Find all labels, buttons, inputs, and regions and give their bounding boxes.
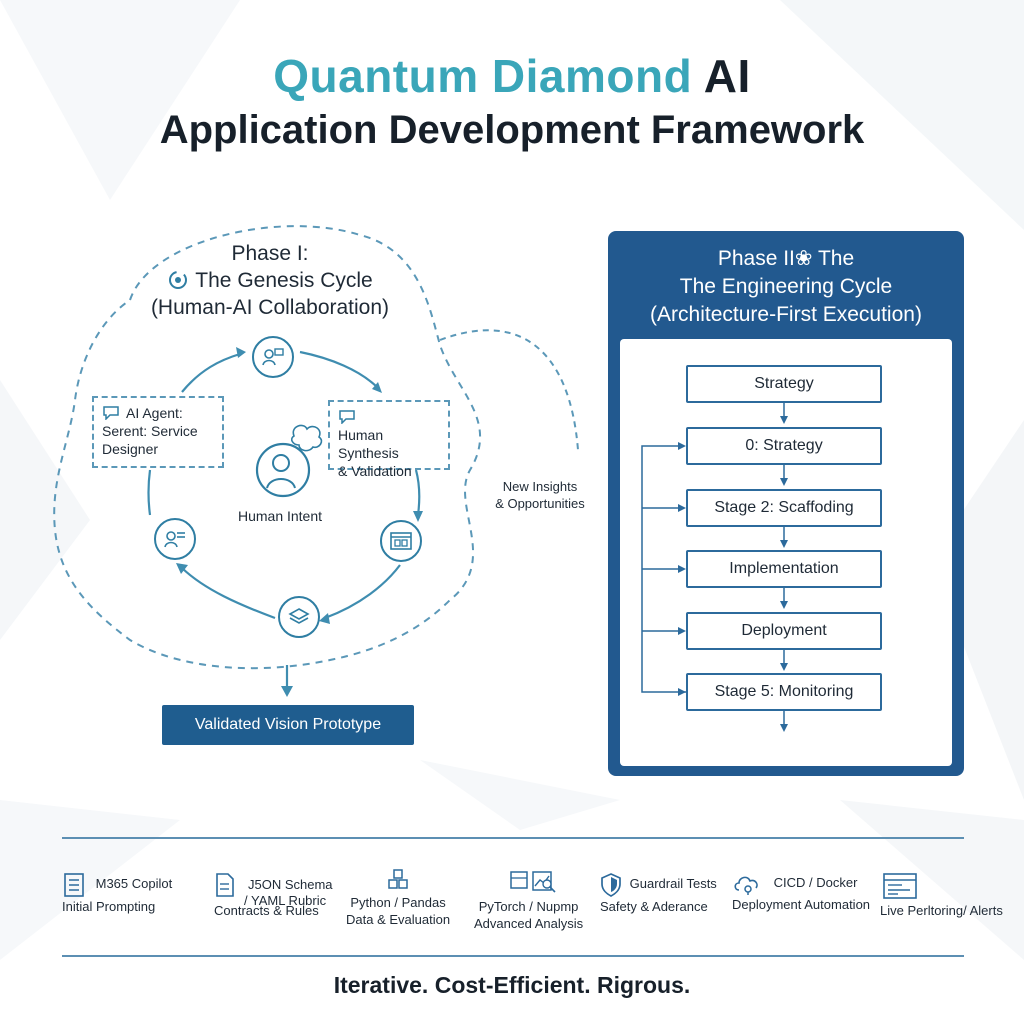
stage-0-strategy: 0: Strategy — [686, 427, 882, 465]
user-card-icon — [262, 348, 284, 366]
page-title: Quantum Diamond AI Application Developme… — [0, 48, 1024, 154]
feedback-label: New Insights & Opportunities — [480, 478, 600, 512]
cycle-arrow-top-left — [181, 352, 241, 393]
cycle-arrow-top-right — [299, 350, 379, 389]
tool-cicd-docker: CICD / Docker Deployment Automation — [732, 872, 870, 913]
synthesis-line1: Human Synthesis — [338, 427, 399, 461]
cubes-icon — [388, 869, 408, 889]
title-subtitle: Application Development Framework — [159, 108, 865, 152]
chart-search-icon — [509, 871, 556, 893]
tool-description: Contracts & Rules — [214, 903, 319, 918]
tool-description: Deployment Automation — [732, 897, 871, 912]
tool-label: Guardrail Tests — [629, 876, 717, 892]
chat-icon — [103, 406, 119, 420]
tool-guardrail-tests: Guardrail Tests Safety & Aderance — [600, 872, 717, 915]
phase1-subtitle: The Genesis Cycle — [195, 269, 373, 292]
user-card-icon — [164, 531, 185, 548]
cycle-icon — [169, 271, 188, 289]
document-icon — [216, 873, 234, 897]
chat-icon — [339, 410, 355, 424]
cycle-arrow-bottom-right — [324, 564, 401, 620]
validated-vision-prototype-button[interactable]: Validated Vision Prototype — [162, 705, 414, 745]
stage-5-monitoring: Stage 5: Monitoring — [686, 673, 882, 711]
dashboard-icon — [883, 873, 917, 899]
stage-strategy: Strategy — [686, 365, 882, 403]
phase2-caption: (Architecture-First Execution) — [650, 303, 922, 326]
stage-deployment: Deployment — [686, 612, 882, 650]
ai-agent-line1: AI Agent: — [126, 405, 183, 421]
tagline: Iterative. Cost-Efficient. Rigrous. — [333, 972, 691, 998]
phase2-subtitle: The Engineering Cycle — [679, 275, 893, 298]
tool-label: Python / Pandas — [350, 895, 446, 910]
tools-divider-bottom — [62, 955, 964, 957]
user-profile-node — [252, 336, 294, 378]
phase2-heading: Phase II❀ The The Engineering Cycle (Arc… — [608, 245, 964, 329]
feedback-label-line1: New Insights — [502, 479, 578, 494]
human-synthesis-box: Human Synthesis & Validation — [328, 400, 450, 479]
tools-divider-top — [62, 837, 964, 839]
feedback-arrow — [439, 329, 579, 451]
phase1-caption: (Human-AI Collaboration) — [150, 296, 390, 319]
tool-description: Advanced Analysis — [474, 916, 584, 931]
shield-icon — [601, 873, 621, 897]
validation-node — [380, 520, 422, 562]
cycle-arrow-bottom-left — [181, 567, 276, 620]
tool-live-monitoring: Live Perltoring/ Alerts — [880, 872, 1003, 919]
tool-description: Data & Evaluation — [346, 912, 451, 927]
title-ai: AI — [703, 50, 751, 102]
tool-pytorch: PyTorch / Nupmp Advanced Analysis — [474, 868, 583, 932]
ai-agent-line3: Designer — [102, 441, 159, 457]
tool-description: Live Perltoring/ Alerts — [880, 903, 1003, 918]
tool-label: PyTorch / Nupmp — [478, 899, 579, 914]
prototype-node — [278, 596, 320, 638]
title-accent: Quantum Diamond — [273, 50, 693, 102]
phase1-heading: Phase I: The Genesis Cycle (Human-AI Col… — [130, 240, 410, 321]
phase1-title: Phase I: — [231, 242, 309, 265]
feedback-label-line2: & Opportunities — [495, 496, 585, 511]
tool-label: J5ON Schema — [248, 877, 333, 892]
tool-label-2: / YAML Rubric — [244, 893, 327, 908]
cycle-arrow-left — [147, 469, 152, 516]
stage-implementation: Implementation — [686, 550, 882, 588]
tool-m365-copilot: M365 Copilot Initial Prompting — [62, 872, 172, 915]
genesis-cloud-outline — [53, 225, 482, 670]
tool-json-schema: J5ON Schema / YAML Rubric Contracts & Ru… — [214, 872, 333, 919]
code-window-icon — [390, 532, 412, 550]
tool-python-pandas: Python / Pandas Data & Evaluation — [346, 868, 450, 928]
tool-description: Initial Prompting — [62, 899, 156, 914]
tool-description: Safety & Aderance — [600, 899, 708, 914]
cloud-gear-icon — [734, 876, 758, 895]
human-intent-label: Human Intent — [237, 508, 323, 524]
ai-agent-box: AI Agent: Serent: Service Designer — [92, 396, 224, 468]
tool-label: M365 Copilot — [95, 876, 173, 892]
phase2-title: Phase II❀ The — [717, 247, 855, 270]
layers-icon — [288, 608, 310, 624]
stage-2-scaffolding: Stage 2: Scaffoding — [686, 489, 882, 527]
synthesis-line2: & Validation — [338, 463, 412, 479]
checklist-icon — [64, 873, 84, 897]
thought-cloud-icon — [291, 424, 323, 452]
ai-agent-line2: Serent: Service — [102, 423, 198, 439]
tool-label: CICD / Docker — [773, 875, 858, 891]
agent-node — [154, 518, 196, 560]
